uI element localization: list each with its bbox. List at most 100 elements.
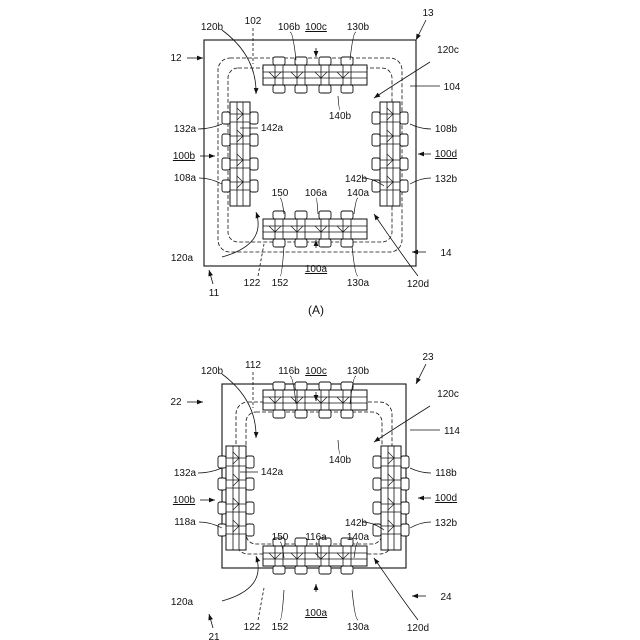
bolt-nut — [250, 112, 258, 124]
bolt-head — [218, 502, 226, 514]
label-right-plate: 142b — [345, 518, 368, 529]
bolt-head — [319, 57, 331, 65]
bolt-nut — [341, 566, 353, 574]
leader-152 — [280, 246, 284, 276]
leader-130a — [352, 246, 358, 276]
bolt-head — [373, 456, 381, 468]
bolt-head — [372, 158, 380, 170]
left-bolt-unit — [218, 446, 254, 550]
label-left-inner: 108a — [174, 173, 197, 184]
label-120b: 120b — [201, 22, 224, 33]
label-120d: 120d — [407, 623, 429, 634]
label-dashed-top: 112 — [245, 360, 261, 371]
label-unit-left: 100b — [173, 495, 196, 506]
label-top-inner: 116b — [278, 366, 300, 377]
dashed-loop-inner — [228, 68, 392, 242]
label-left-plate: 142a — [261, 123, 284, 134]
arrow-13-head — [416, 34, 421, 40]
bolt-nut — [319, 410, 331, 418]
bolt-nut — [341, 85, 353, 93]
figure-b: 23222421120b120c120a120d112114122100c100… — [170, 352, 460, 640]
bolt-nut — [400, 134, 408, 146]
label-base: 11 — [209, 288, 220, 299]
leader-122 — [258, 244, 264, 276]
bolt-nut — [401, 524, 409, 536]
leader-108a — [199, 178, 222, 184]
bolt-nut — [273, 85, 285, 93]
bolt-head — [372, 180, 380, 192]
label-bottom-bolt: 130a — [347, 622, 370, 633]
bolt-head — [218, 478, 226, 490]
label-lower: 152 — [272, 622, 289, 633]
arrow-13-head — [416, 378, 421, 384]
label-120c: 120c — [437, 45, 459, 56]
arrow-100d-head — [418, 496, 424, 501]
arrow-120a — [222, 556, 258, 601]
arrow-120c-head — [374, 93, 380, 98]
arrow-100a-head — [314, 240, 319, 246]
bolt-head — [373, 502, 381, 514]
bracket-plate — [381, 446, 401, 550]
bolt-nut — [295, 410, 307, 418]
arrow-120d-head — [374, 214, 379, 220]
label-top-plate: 140b — [329, 111, 352, 122]
label-unit-right: 100d — [435, 149, 457, 160]
label-left-bolt: 132a — [174, 468, 197, 479]
label-unit-right: 100d — [435, 493, 457, 504]
bolt-head — [295, 57, 307, 65]
bolt-head — [372, 112, 380, 124]
label-right-inner: 118b — [435, 468, 457, 479]
bolt-nut — [401, 502, 409, 514]
arrow-14-head — [412, 250, 418, 255]
label-120d: 120d — [407, 279, 429, 290]
label-top-bolt: 130b — [347, 22, 370, 33]
right-bolt-unit — [372, 102, 408, 206]
arrow-120a-head — [256, 212, 261, 218]
bolt-nut — [341, 410, 353, 418]
label-lower: 152 — [272, 278, 289, 289]
bolt-nut — [401, 478, 409, 490]
arrow-120a — [222, 212, 258, 257]
bolt-nut — [319, 239, 331, 247]
leader-106a — [316, 198, 318, 214]
arrow-14-head — [412, 594, 418, 599]
label-left-bolt: 132a — [174, 124, 197, 135]
label-120a: 120a — [171, 253, 194, 264]
label-unit-left: 100b — [173, 151, 196, 162]
label-unit-bottom: 100a — [305, 264, 328, 275]
bolt-head — [273, 57, 285, 65]
bolt-head — [341, 382, 353, 390]
leader-140a — [354, 198, 358, 214]
bolt-nut — [273, 566, 285, 574]
bottom-bolt-unit — [263, 538, 367, 574]
label-upper: 150 — [272, 532, 289, 543]
leader-130b — [350, 32, 356, 60]
leader-122 — [258, 588, 264, 620]
arrow-120a-head — [256, 556, 261, 562]
bolt-head — [372, 134, 380, 146]
label-frame: 23 — [422, 352, 434, 363]
bolt-head — [222, 158, 230, 170]
label-120a: 120a — [171, 597, 194, 608]
bolt-head — [295, 211, 307, 219]
leader-130a — [352, 590, 358, 620]
arrow-120b-head — [254, 88, 259, 94]
label-right-inner: 108b — [435, 124, 458, 135]
leader-132a — [198, 468, 222, 473]
figure-a: 13121411120b120c120a120d102104122100c100… — [170, 8, 460, 317]
label-120c: 120c — [437, 389, 459, 400]
bolt-nut — [400, 112, 408, 124]
label-left-inner: 118a — [174, 517, 196, 528]
label-upper: 150 — [272, 188, 289, 199]
bolt-head — [222, 180, 230, 192]
label-plate-left: 22 — [170, 397, 182, 408]
label-right-bolt: 132b — [435, 518, 458, 529]
label-dashed-bottom: 122 — [244, 278, 261, 289]
top-bolt-unit — [263, 57, 367, 93]
bolt-head — [341, 211, 353, 219]
bolt-nut — [319, 566, 331, 574]
leader-108b — [410, 468, 431, 473]
arrow-100c-head — [314, 51, 319, 57]
label-unit-top: 100c — [305, 22, 327, 33]
